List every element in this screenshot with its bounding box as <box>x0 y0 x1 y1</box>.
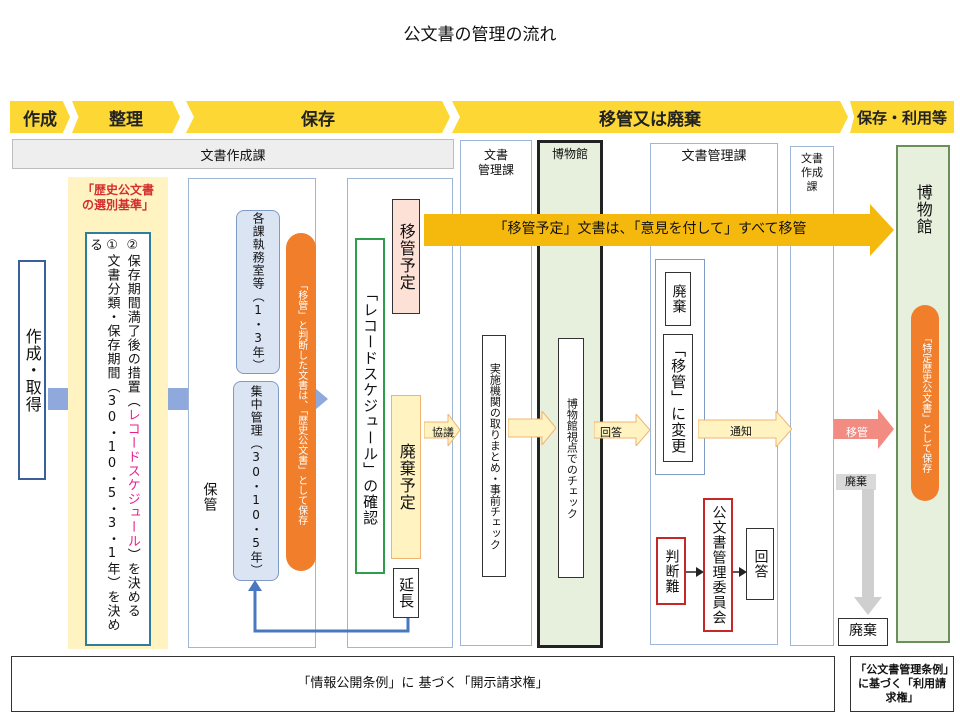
orange-note-box: 「移管」と判断した文書は、「歴史公文書」として保存 <box>286 233 316 571</box>
column-hakubutsukan-header: 博物館 <box>551 146 588 161</box>
header-bunsho-sakuseika: 文書作成課 <box>12 139 454 169</box>
arrow-to-museum-check <box>508 411 556 445</box>
footer-right: 「公文書管理条例」に基づく「利用請求権」 <box>850 656 954 712</box>
criteria-line-1: 「歴史公文書 <box>81 183 154 197</box>
return-arrow <box>248 580 410 633</box>
arrow-to-kaito2 <box>733 567 747 577</box>
column-bunsho-kanrika-1-header: 文書 管理課 <box>477 148 514 177</box>
haiki-final-box: 廃棄 <box>838 618 888 646</box>
criteria-title: 「歴史公文書 の選別基準」 <box>68 180 168 216</box>
band-hozon: 保存 <box>186 101 450 133</box>
ikan-label: 移管 <box>846 426 868 439</box>
sakusei-shutoku-box: 作成・取得 <box>18 260 46 480</box>
kaito2-box: 回答 <box>746 528 774 600</box>
header-bunsho-sakuseika-label: 文書作成課 <box>200 148 266 164</box>
ikan-arrow <box>834 409 894 449</box>
column-bunsho-kanrika-2-header: 文書管理課 <box>681 148 747 164</box>
kyogi-label: 協議 <box>432 426 454 439</box>
page-title: 公文書の管理の流れ <box>403 25 557 45</box>
haiki-small-label: 廃棄 <box>836 474 876 490</box>
museum-note: 「特定歴史公文書」として保存 <box>911 305 939 501</box>
jisshi-box: 実施機関の取りまとめ・事前チェック <box>482 335 506 577</box>
footer-left: 「情報公開条例」に 基づく「開示請求権」 <box>11 656 835 712</box>
big-yellow-arrow <box>424 204 894 256</box>
kaito-arrow <box>594 414 650 446</box>
tsuchi-arrow <box>698 411 792 447</box>
band-sakusei-label: 作成 <box>23 109 57 130</box>
museum-title: 博物館 <box>913 183 933 235</box>
seiri-item-2b: ）を決める <box>124 548 140 618</box>
tsuchi-label: 通知 <box>730 425 752 438</box>
criteria-line-2: の選別基準」 <box>81 198 154 212</box>
haiki-option-box: 廃棄 <box>665 272 691 326</box>
seiri-item-2: ②保存期間満了後の措置（レコードスケジュール）を決める <box>117 238 147 642</box>
schedule-check-box: 「レコードスケジュール」の確認 <box>355 238 385 574</box>
kyogi-arrow <box>424 414 460 446</box>
henko-box: 「移管」に変更 <box>663 334 693 462</box>
ikan-yotei-box: 移管予定 <box>392 199 420 314</box>
hokan-label: 保管 <box>201 482 218 512</box>
haiki-down-arrow <box>854 489 882 615</box>
band-riyo: 保存・利用等 <box>850 101 954 133</box>
big-arrow-text: 「移管予定」文書は、「意見を付して」すべて移管 <box>493 221 807 238</box>
band-seiri-label: 整理 <box>109 109 143 130</box>
seiri-item-2a: ②保存期間満了後の措置（ <box>124 238 140 408</box>
handan-nan-box: 判断難 <box>656 537 686 605</box>
seiri-box <box>85 232 151 646</box>
band-hozon-label: 保存 <box>301 109 335 130</box>
kaito-label: 回答 <box>600 426 622 439</box>
band-seiri: 整理 <box>72 101 180 133</box>
kakuka-box: 各課執務室等（1・3年） <box>236 210 280 374</box>
seiri-item-1: ①文書分類・保存期間（30・10・5・3・1年）を決める <box>87 238 120 632</box>
band-riyo-label: 保存・利用等 <box>856 108 947 127</box>
haiki-yotei-box: 廃棄予定 <box>391 395 421 559</box>
band-iko-label: 移管又は廃棄 <box>599 109 701 130</box>
column-bunsho-sakuseika-small-header: 文書 作成 課 <box>801 152 823 193</box>
arrow-to-iinkai <box>686 567 704 577</box>
seiri-item-2-red: レコードスケジュール <box>124 408 140 548</box>
band-sakusei: 作成 <box>10 101 70 133</box>
shuchu-box: 集中管理（30・10・5年） <box>233 381 279 581</box>
encho-box: 延長 <box>393 568 419 618</box>
iinkai-box: 公文書管理委員会 <box>703 498 733 632</box>
hakubutsukan-check-box: 博物館視点でのチェック <box>558 338 584 578</box>
band-iko: 移管又は廃棄 <box>452 101 848 133</box>
